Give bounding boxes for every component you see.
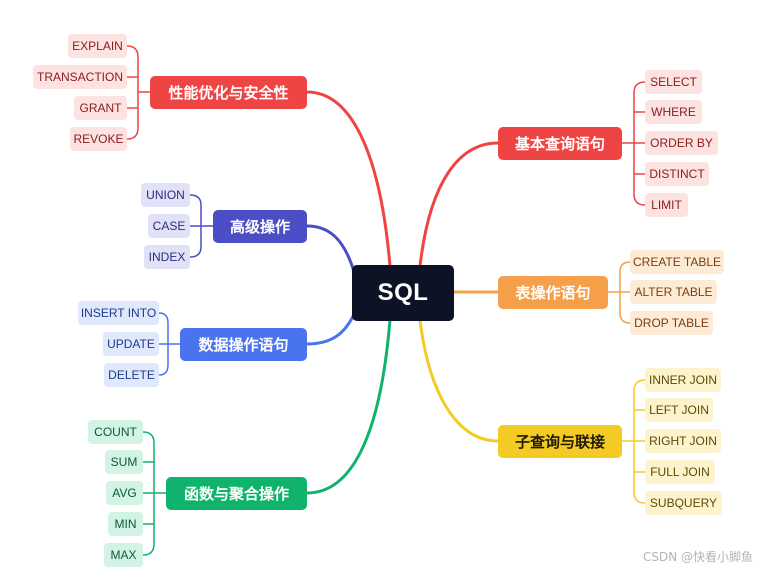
leaf-grant[interactable]: GRANT <box>74 96 127 120</box>
leaf-revoke[interactable]: REVOKE <box>70 127 127 151</box>
leaf-order-by[interactable]: ORDER BY <box>645 131 718 155</box>
connector-perf-security <box>306 90 392 267</box>
bracket-basic-query <box>622 81 646 206</box>
leaf-min[interactable]: MIN <box>108 512 143 536</box>
bracket-perf-security <box>126 45 150 140</box>
leaf-update[interactable]: UPDATE <box>103 332 159 356</box>
branch-advanced[interactable]: 高级操作 <box>213 210 307 243</box>
leaf-union[interactable]: UNION <box>141 183 190 207</box>
leaf-max[interactable]: MAX <box>104 543 143 567</box>
leaf-right-join[interactable]: RIGHT JOIN <box>645 429 721 453</box>
leaf-distinct[interactable]: DISTINCT <box>645 162 709 186</box>
leaf-where[interactable]: WHERE <box>645 100 702 124</box>
watermark: CSDN @快看小脚鱼 <box>642 550 753 564</box>
connector-advanced <box>306 224 357 276</box>
leaf-full-join[interactable]: FULL JOIN <box>645 460 715 484</box>
connector-basic-query <box>418 141 499 267</box>
leaf-select[interactable]: SELECT <box>645 70 702 94</box>
connector-dml <box>306 311 357 346</box>
leaf-create-table[interactable]: CREATE TABLE <box>630 250 724 274</box>
connector-aggregate <box>306 319 392 495</box>
leaf-delete[interactable]: DELETE <box>104 363 159 387</box>
leaf-limit[interactable]: LIMIT <box>645 193 688 217</box>
leaf-avg[interactable]: AVG <box>106 481 143 505</box>
bracket-dml <box>158 312 180 376</box>
leaf-left-join[interactable]: LEFT JOIN <box>645 398 713 422</box>
leaf-inner-join[interactable]: INNER JOIN <box>645 368 721 392</box>
leaf-count[interactable]: COUNT <box>88 420 143 444</box>
bracket-subquery-join <box>622 379 646 504</box>
bracket-aggregate <box>142 431 166 556</box>
leaf-insert-into[interactable]: INSERT INTO <box>78 301 159 325</box>
leaf-index[interactable]: INDEX <box>144 245 190 269</box>
branch-basic-query[interactable]: 基本查询语句 <box>498 127 622 160</box>
root-node[interactable]: SQL <box>352 265 454 321</box>
leaf-case[interactable]: CASE <box>148 214 190 238</box>
bracket-table-ops <box>608 261 631 324</box>
connector-subquery-join <box>418 319 499 443</box>
branch-perf-security[interactable]: 性能优化与安全性 <box>150 76 307 109</box>
leaf-alter-table[interactable]: ALTER TABLE <box>630 280 717 304</box>
branch-dml[interactable]: 数据操作语句 <box>180 328 307 361</box>
leaf-transaction[interactable]: TRANSACTION <box>33 65 127 89</box>
leaf-explain[interactable]: EXPLAIN <box>68 34 127 58</box>
leaf-drop-table[interactable]: DROP TABLE <box>630 311 713 335</box>
branch-subquery-join[interactable]: 子查询与联接 <box>498 425 622 458</box>
leaf-sum[interactable]: SUM <box>105 450 143 474</box>
bracket-advanced <box>189 194 213 258</box>
leaf-subquery[interactable]: SUBQUERY <box>645 491 722 515</box>
branch-table-ops[interactable]: 表操作语句 <box>498 276 608 309</box>
branch-aggregate[interactable]: 函数与聚合操作 <box>166 477 307 510</box>
